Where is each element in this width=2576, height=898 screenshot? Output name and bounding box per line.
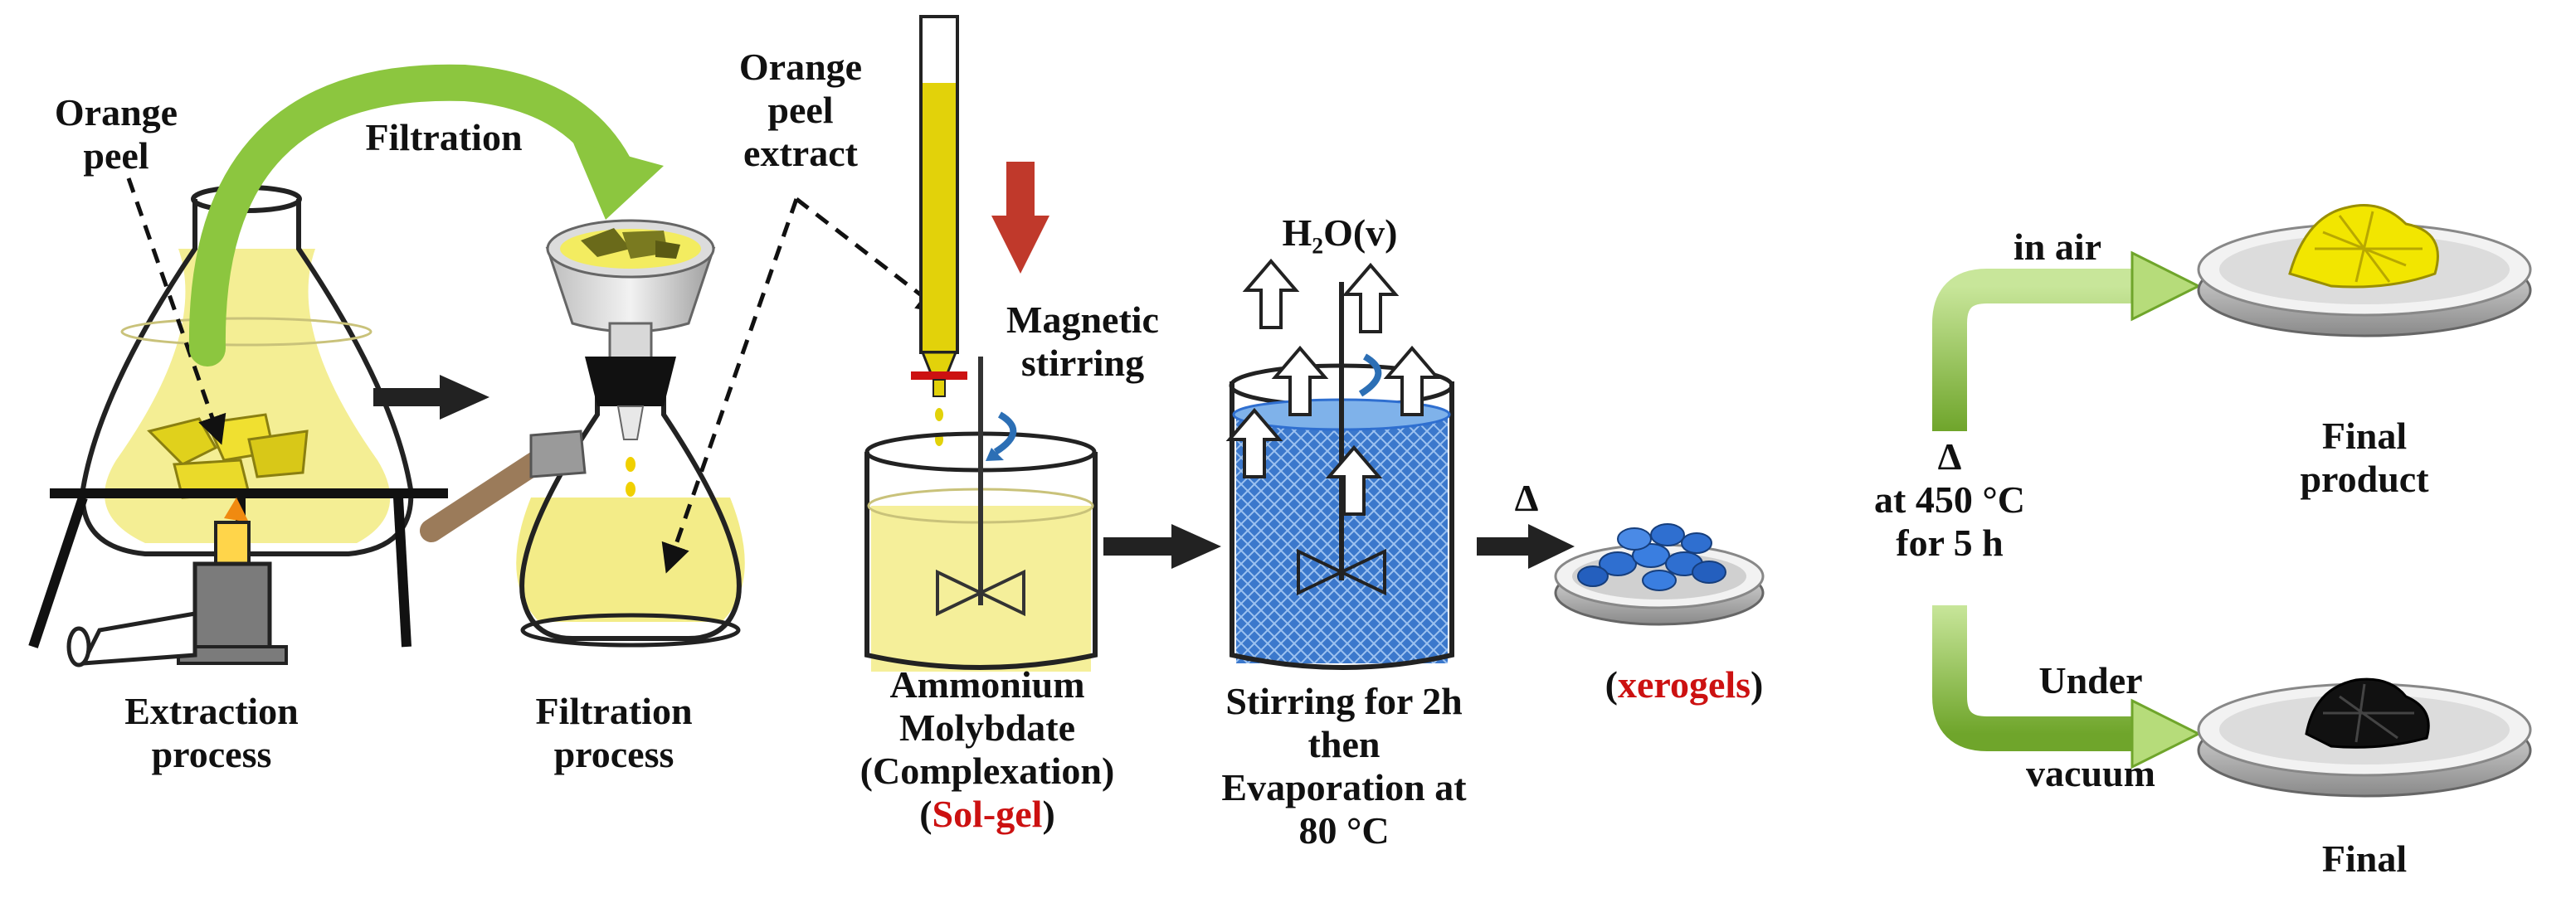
- extraction-flask: [80, 185, 414, 556]
- label-ammonium-molybdate: Ammonium Molybdate (Complexation) (Sol-g…: [859, 663, 1115, 835]
- xerogels-close-paren: ): [1751, 663, 1764, 706]
- burette: [911, 15, 967, 446]
- buchner-funnel: [545, 219, 716, 440]
- label-filtration-process: Filtration process: [535, 690, 693, 775]
- label-orange-peel: Orange peel: [54, 91, 178, 177]
- xerogel-pile: [1577, 523, 1726, 591]
- extract-dashed-arrow-to-burette: [795, 197, 947, 315]
- label-solgel: Sol-gel: [932, 793, 1043, 835]
- vapor-arrows: [1225, 258, 1441, 516]
- label-xerogels-word: xerogels: [1617, 663, 1751, 706]
- label-magnetic-stirring: Magnetic stirring: [1006, 299, 1159, 384]
- yellow-product-pile: [2288, 204, 2439, 289]
- label-under-vacuum: Under vacuum: [2026, 659, 2155, 794]
- xerogels-open-paren: (: [1605, 663, 1618, 706]
- solgel-open-paren: (: [919, 793, 933, 835]
- label-filtration-arrow: Filtration: [365, 116, 523, 158]
- extract-dashed-arrow-to-flask: [661, 198, 799, 574]
- label-water-vapor: H₂O(v): [1282, 211, 1398, 254]
- label-stirring-evaporation: Stirring for 2h then Evaporation at 80 °…: [1221, 680, 1467, 852]
- label-calcination-conditions: Δ at 450 °C for 5 h: [1874, 435, 2025, 564]
- red-down-arrow: [991, 162, 1049, 274]
- complexation-beaker: [864, 357, 1098, 672]
- label-final-product-vacuum: Final: [2321, 837, 2408, 880]
- process-arrow-2: [1103, 524, 1221, 569]
- bunsen-burner: [66, 498, 288, 667]
- evaporation-beaker: [1229, 282, 1454, 670]
- green-arrow-up-branch: [1932, 250, 2202, 431]
- label-final-product-air: Final product: [2300, 415, 2429, 500]
- filtration-flask: [516, 373, 745, 648]
- side-arm-tube: [420, 430, 587, 542]
- black-product-pile: [2305, 677, 2430, 749]
- filtration-curved-arrow: [188, 64, 664, 366]
- label-in-air: in air: [2013, 226, 2102, 268]
- filtrate-drops: [626, 457, 635, 497]
- solgel-close-paren: ): [1042, 793, 1055, 835]
- green-arrow-down-branch: [1932, 605, 2202, 769]
- process-arrow-1: [373, 375, 489, 420]
- orange-peel-dashed-arrow: [126, 177, 226, 445]
- label-delta-heating: Δ: [1514, 477, 1539, 519]
- label-extraction-process: Extraction process: [124, 690, 299, 775]
- label-xerogels: (xerogels): [1572, 663, 1796, 706]
- label-orange-peel-extract: Orange peel extract: [738, 46, 863, 174]
- process-arrow-3: [1477, 524, 1575, 569]
